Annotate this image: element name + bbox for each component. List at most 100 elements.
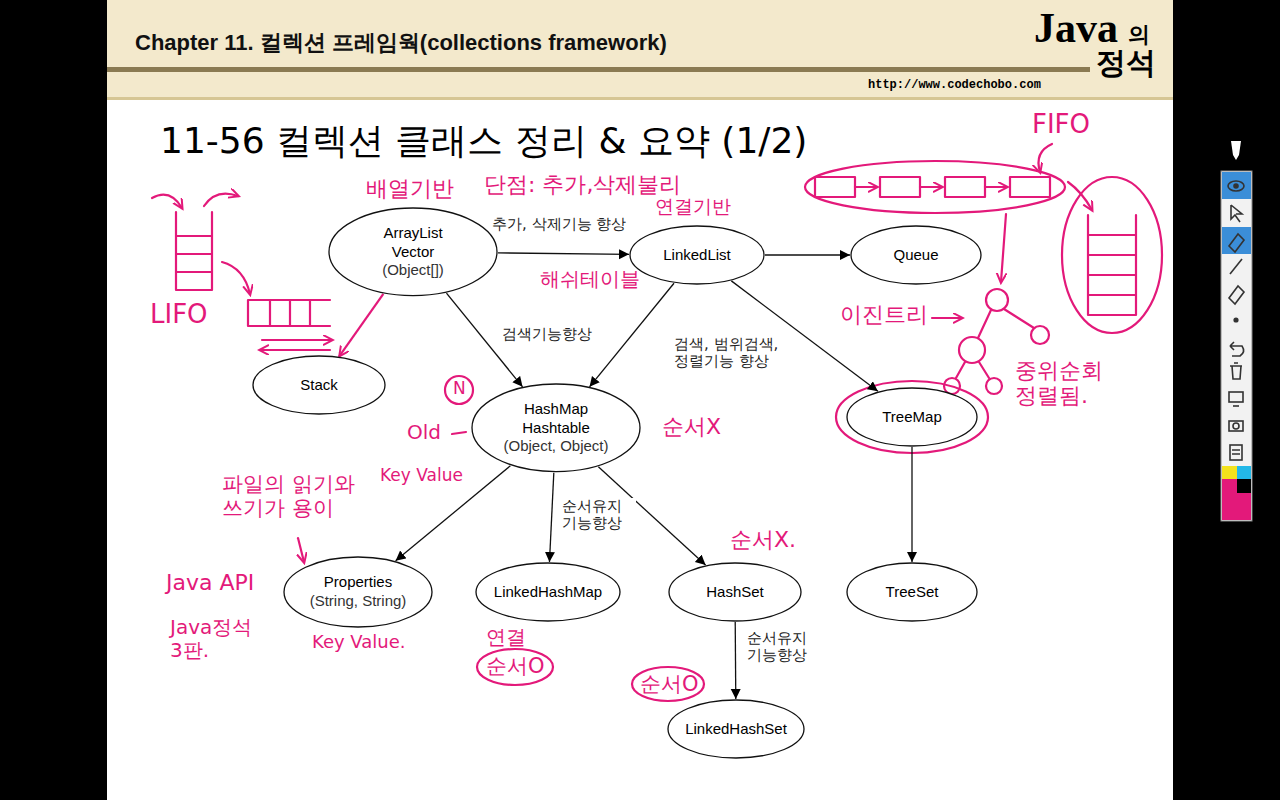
node-text-block: LinkedHashSet (685, 720, 787, 739)
class-ellipse: LinkedHashMap (475, 562, 621, 622)
stack-sketch (248, 300, 330, 326)
pen-icon (1231, 141, 1241, 160)
ellipse-outline (847, 388, 977, 446)
class-ellipse: HashSet (668, 562, 802, 622)
handwritten-note: 중위순회 정렬됨. (1015, 358, 1120, 409)
queue-sketch (880, 177, 920, 197)
class-name: HashSet (706, 583, 764, 602)
toolbar-icon (1230, 445, 1242, 460)
handwritten-note: 연결 (486, 626, 526, 649)
logo-text: 정석 (1096, 46, 1156, 81)
pen-circle (445, 376, 473, 404)
toolbar-icon (1228, 181, 1244, 460)
ellipse-outline (668, 700, 804, 758)
queue-sketch (1088, 215, 1136, 315)
handwritten-note: 순서X (662, 414, 721, 439)
ellipse-outline (472, 384, 640, 472)
toolbar-icon (1229, 421, 1243, 431)
ellipse-outline (669, 563, 801, 621)
toolbar-icon (1232, 450, 1240, 454)
class-name: Vector (382, 243, 444, 262)
ellipse-outline (847, 563, 977, 621)
class-ellipse: LinkedHashSet (667, 699, 805, 759)
handwritten-note: 단점: 추가,삭제불리 (484, 172, 681, 197)
class-name: Hashtable (503, 419, 608, 438)
tree-sketch (986, 289, 1008, 311)
logo-text: 의 (1128, 22, 1150, 47)
node-text-block: Queue (893, 246, 938, 265)
viewer-toolbar (1221, 141, 1252, 521)
class-ellipse: ArrayListVector(Object[]) (328, 207, 498, 297)
pen-circle (477, 649, 553, 685)
handwritten-note: 이진트리 (840, 302, 928, 327)
class-ellipse: HashMapHashtable(Object, Object) (471, 383, 641, 473)
class-name: (String, String) (310, 592, 407, 611)
pen-line (452, 432, 466, 434)
class-name: LinkedHashMap (494, 583, 602, 602)
toolbar-icon (1229, 392, 1243, 402)
pen-annotation (152, 144, 1162, 701)
class-ellipse: Properties(String, String) (283, 556, 433, 628)
color-swatch (1222, 466, 1237, 479)
inheritance-arrow (765, 254, 850, 255)
node-text-block: TreeSet (886, 583, 939, 602)
queue-sketch (945, 177, 985, 197)
pen-arrow (932, 317, 962, 319)
pen-arrow (222, 262, 250, 294)
node-text-block: Properties(String, String) (310, 573, 407, 611)
toolbar-icon (1229, 286, 1244, 304)
handwritten-note: 순서O (486, 654, 545, 678)
slide-title: 11-56 컬렉션 클래스 정리 & 요약 (1/2) (160, 120, 807, 161)
color-swatch (1222, 479, 1237, 493)
chapter-heading: Chapter 11. 컬렉션 프레임웍(collections framewo… (135, 30, 667, 55)
pen-arrow (1039, 144, 1053, 172)
pen-arrow (298, 538, 304, 562)
queue-sketch (1062, 177, 1162, 333)
handwritten-note: Key Value (380, 466, 463, 486)
tree-sketch (959, 337, 985, 363)
pen-arrow (985, 186, 1007, 188)
inheritance-arrow (911, 447, 912, 562)
handwritten-note: 연결기반 (655, 196, 731, 218)
queue-sketch (1010, 177, 1050, 197)
header-rule (107, 67, 1090, 72)
ellipse-outline (253, 356, 385, 414)
ellipse-outline (476, 563, 620, 621)
inheritance-arrow (549, 473, 553, 562)
toolbar-icon (1229, 234, 1244, 252)
pen-circle (836, 381, 988, 453)
handwritten-note: 순서X. (730, 527, 796, 552)
handwritten-note: 해쉬테이블 (540, 268, 640, 291)
node-text-block: LinkedHashMap (494, 583, 602, 602)
handwritten-note: Key Value. (312, 632, 406, 653)
pen-arrow (920, 186, 942, 188)
handwritten-note: FIFO (1032, 110, 1090, 140)
ellipse-outline (329, 208, 497, 296)
toolbar-icon (1230, 342, 1244, 356)
handwritten-note: N (453, 379, 466, 399)
class-name: ArrayList (382, 224, 444, 243)
ellipse-outline (284, 557, 432, 627)
stack-sketch (270, 300, 310, 326)
handwritten-note: 배열기반 (366, 176, 454, 201)
inheritance-arrow (590, 283, 674, 387)
class-name: TreeSet (886, 583, 939, 602)
handwritten-note: Java API (166, 570, 254, 595)
class-name: Queue (893, 246, 938, 265)
edge-label: 순서유지 기능향상 (745, 630, 821, 665)
node-text-block: LinkedList (663, 246, 731, 265)
pen-arrow (1068, 182, 1092, 210)
ellipse-outline (630, 226, 764, 284)
toolbar-icon (1230, 363, 1242, 379)
toolbar-icon (1230, 259, 1242, 274)
header-rule (107, 97, 1173, 100)
edge-label: 검색기능향상 (500, 326, 594, 343)
connector-group (339, 253, 912, 699)
class-ellipse: Stack (252, 355, 386, 415)
class-name: Stack (300, 376, 338, 395)
class-ellipse: Queue (850, 225, 982, 285)
node-text-block: ArrayListVector(Object[]) (382, 224, 444, 280)
color-swatch (1237, 466, 1251, 479)
